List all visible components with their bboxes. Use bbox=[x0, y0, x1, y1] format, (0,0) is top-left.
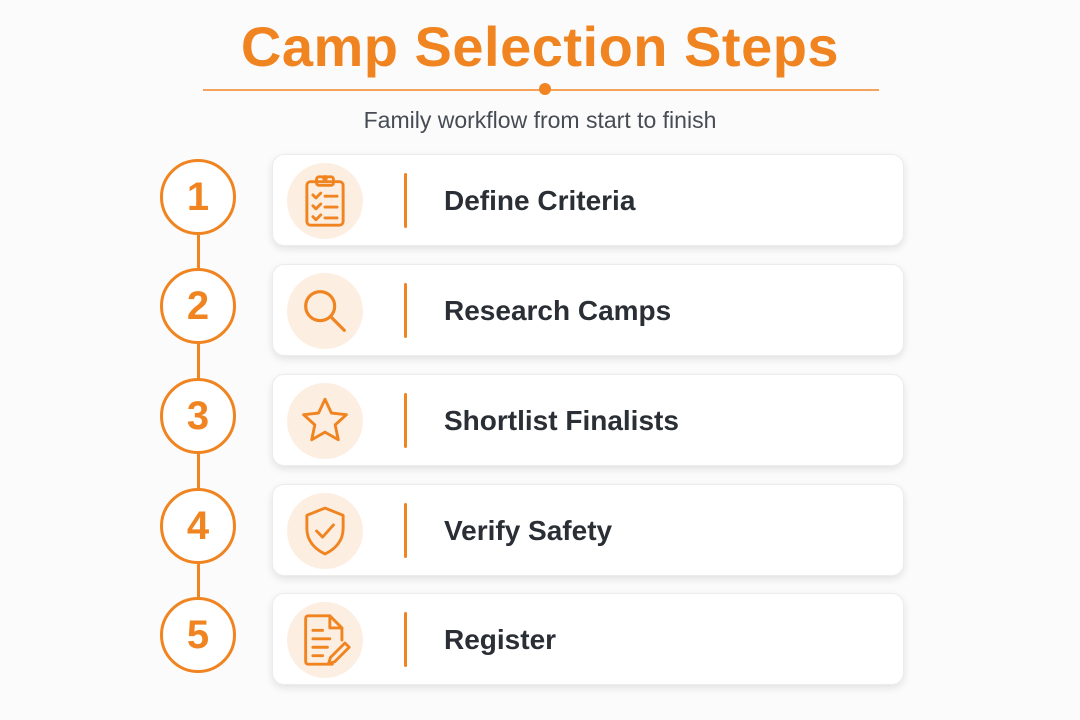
shield-check-icon bbox=[305, 506, 345, 556]
step-label: Define Criteria bbox=[444, 185, 636, 216]
step-number-4: 4 bbox=[160, 488, 236, 564]
step-number-5: 5 bbox=[160, 597, 236, 673]
step-card-verify-safety: Verify Safety bbox=[272, 484, 904, 576]
step-card-research-camps: Research Camps bbox=[272, 264, 904, 356]
magnifier-icon bbox=[304, 290, 346, 332]
step-number-1: 1 bbox=[160, 159, 236, 235]
page-subtitle: Family workflow from start to finish bbox=[363, 107, 717, 133]
star-icon bbox=[302, 397, 348, 442]
card-divider bbox=[404, 283, 407, 338]
step-card-shortlist-finalists: Shortlist Finalists bbox=[272, 374, 904, 466]
step-card-define-criteria: Define Criteria bbox=[272, 154, 904, 246]
icon-badge bbox=[287, 273, 363, 349]
icon-badge bbox=[287, 602, 363, 678]
step-card-register: Register bbox=[272, 593, 904, 685]
icon-badge bbox=[287, 383, 363, 459]
step-number-3: 3 bbox=[160, 378, 236, 454]
document-pen-icon bbox=[304, 614, 351, 666]
title-underline-dot bbox=[539, 83, 551, 95]
step-label: Verify Safety bbox=[444, 515, 613, 546]
card-divider bbox=[404, 393, 407, 448]
step-label: Research Camps bbox=[444, 295, 672, 326]
card-divider bbox=[404, 173, 407, 228]
card-divider bbox=[404, 503, 407, 558]
step-number-2: 2 bbox=[160, 268, 236, 344]
icon-badge bbox=[287, 163, 363, 239]
card-divider bbox=[404, 612, 407, 667]
step-label: Register bbox=[444, 624, 557, 655]
page-title: Camp Selection Steps bbox=[240, 15, 840, 78]
step-label: Shortlist Finalists bbox=[444, 405, 679, 436]
icon-badge bbox=[287, 493, 363, 569]
clipboard-checklist-icon bbox=[305, 175, 345, 227]
